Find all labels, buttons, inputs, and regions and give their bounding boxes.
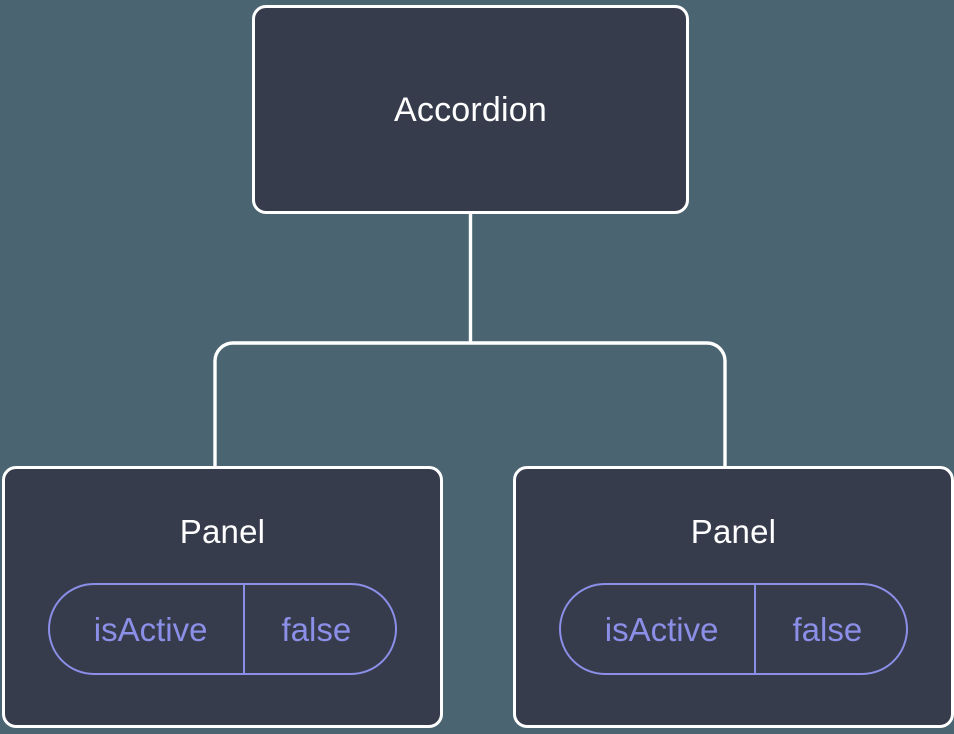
state-pill-panel-2[interactable]: isActive false [558, 583, 909, 675]
node-accordion-label: Accordion [394, 90, 547, 129]
state-pill-panel-1-key: isActive [50, 585, 246, 673]
state-pill-panel-1[interactable]: isActive false [47, 583, 398, 675]
node-panel-1-label: Panel [179, 513, 266, 550]
node-panel-2[interactable]: Panel isActive false [513, 466, 954, 728]
edge-to-panel-right [470, 341, 727, 468]
state-pill-panel-1-value: false [281, 610, 352, 648]
node-panel-1[interactable]: Panel isActive false [2, 466, 443, 728]
state-pill-panel-2-key: isActive [561, 585, 757, 673]
state-pill-panel-2-value: false [792, 610, 863, 648]
node-panel-2-label: Panel [690, 513, 777, 550]
node-accordion[interactable]: Accordion [252, 5, 689, 214]
edge-to-panel-left [213, 341, 471, 468]
